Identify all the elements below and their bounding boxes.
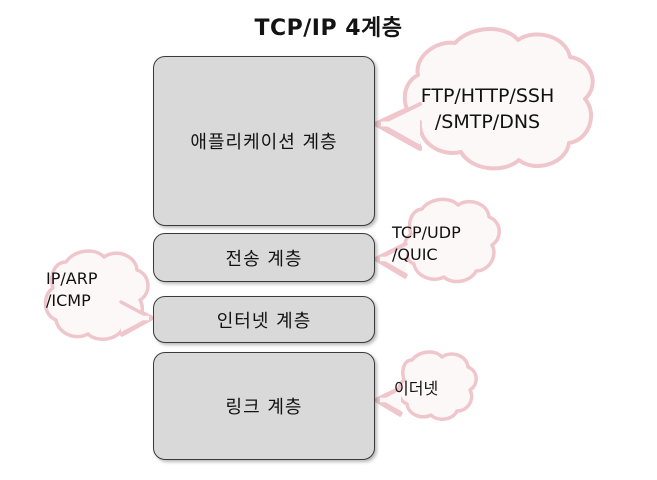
page-title: TCP/IP 4계층 [254,16,403,41]
layer-label-transport: 전송 계층 [225,248,303,270]
callout-cloud-application [373,27,595,171]
layer-box-link[interactable]: 링크 계층 [153,352,375,460]
callout-cloud-link [373,350,478,421]
layer-label-internet: 인터넷 계층 [216,310,312,332]
layer-label-application: 애플리케이션 계층 [190,132,338,153]
layer-label-link: 링크 계층 [225,397,303,418]
layer-box-application[interactable]: 애플리케이션 계층 [153,56,375,226]
layer-box-internet[interactable]: 인터넷 계층 [153,296,375,343]
callout-cloud-transport [373,197,501,284]
callout-cloud-internet [43,249,155,341]
layer-box-transport[interactable]: 전송 계층 [153,233,375,282]
